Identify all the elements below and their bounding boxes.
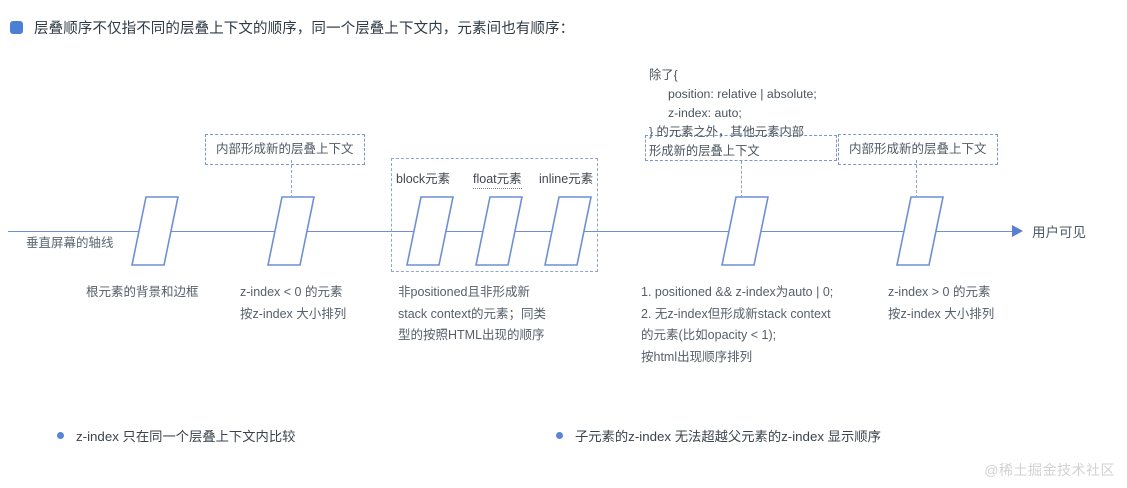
bullet-dot-icon <box>57 432 64 439</box>
caption-positioned: 1. positioned && z-index为auto | 0; 2. 无z… <box>641 285 834 364</box>
bottom-note-1: z-index 只在同一个层叠上下文内比较 <box>57 426 295 445</box>
connector-negative-zindex <box>291 160 292 198</box>
group-label-block: block元素 <box>396 172 451 186</box>
caption-root-element: 根元素的背景和边框 <box>86 285 199 299</box>
caption-negative-zindex: z-index < 0 的元素 按z-index 大小排列 <box>240 285 347 321</box>
code-annotation: 除了{ position: relative | absolute; z-inde… <box>649 66 817 161</box>
connector-positioned <box>741 161 742 198</box>
code-line-5: 形成新的层叠上下文 <box>649 144 760 159</box>
callout-positioned-box <box>645 135 837 161</box>
layer-plate-float <box>475 196 523 266</box>
layer-plate-negative-zindex <box>267 196 315 266</box>
group-label-inline: inline元素 <box>539 172 594 186</box>
layer-plate-positive-zindex <box>896 196 944 266</box>
header-bullet-icon <box>10 21 23 34</box>
bottom-note-1-text: z-index 只在同一个层叠上下文内比较 <box>76 429 296 444</box>
caption-normal-flow: 非positioned且非形成新 stack context的元素；同类 型的按… <box>398 285 546 342</box>
bullet-dot-icon <box>556 432 563 439</box>
code-line-1: 除了{ <box>649 68 678 82</box>
axis-arrow-icon <box>1012 225 1023 237</box>
code-line-3: z-index: auto; <box>668 106 742 121</box>
group-label-float: float元素 <box>473 168 522 189</box>
code-line-4: } 的元素之外，其他元素内部 <box>649 125 805 140</box>
watermark: @稀土掘金技术社区 <box>984 462 1115 478</box>
page-title: 层叠顺序不仅指不同的层叠上下文的顺序，同一个层叠上下文内，元素间也有顺序： <box>34 21 575 37</box>
callout-positive-zindex: 内部形成新的层叠上下文 <box>838 134 998 166</box>
layer-plate-inline <box>544 196 592 266</box>
normal-flow-group-box <box>391 158 598 272</box>
axis-start-label: 垂直屏幕的轴线 <box>26 236 114 250</box>
layer-plate-root <box>131 196 179 266</box>
layer-plate-block <box>406 196 454 266</box>
layer-plate-positioned <box>721 196 769 266</box>
callout-negative-zindex: 内部形成新的层叠上下文 <box>205 134 365 166</box>
caption-positive-zindex: z-index > 0 的元素 按z-index 大小排列 <box>888 285 995 321</box>
header-row: 层叠顺序不仅指不同的层叠上下文的顺序，同一个层叠上下文内，元素间也有顺序： <box>10 17 574 38</box>
axis-end-label: 用户可见 <box>1032 225 1086 240</box>
connector-positive-zindex <box>916 160 917 198</box>
bottom-note-2-text: 子元素的z-index 无法超越父元素的z-index 显示顺序 <box>575 429 881 444</box>
code-line-2: position: relative | absolute; <box>668 87 817 102</box>
bottom-note-2: 子元素的z-index 无法超越父元素的z-index 显示顺序 <box>556 426 881 445</box>
